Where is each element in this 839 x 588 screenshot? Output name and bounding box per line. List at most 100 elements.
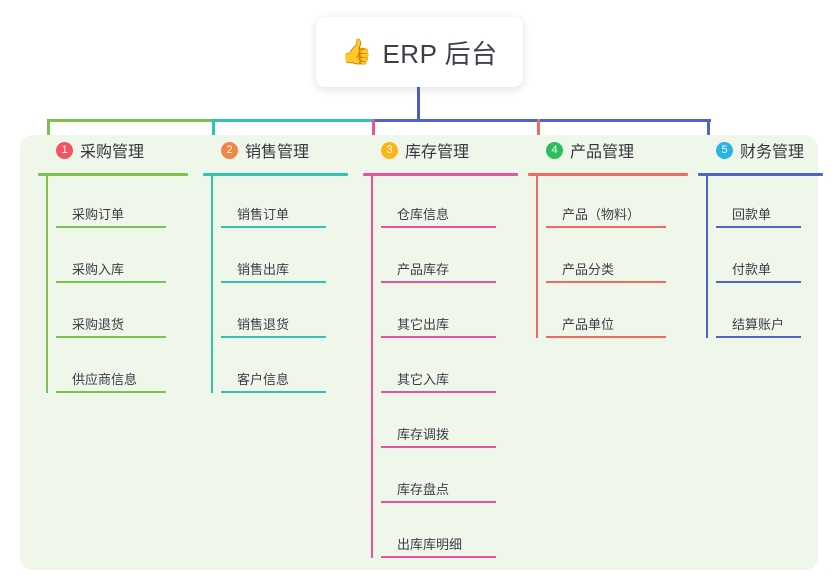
branch-item-underline [221, 226, 326, 228]
branch-number-badge: 2 [221, 141, 238, 159]
branch-item-underline [221, 391, 326, 393]
branch-spine [371, 176, 373, 558]
branch-item-label: 销售退货 [237, 317, 290, 332]
branch-item-underline [221, 336, 326, 338]
branch-item-underline [56, 226, 166, 228]
branch-underline [363, 173, 518, 176]
branch-item[interactable]: 产品（物料） [546, 176, 666, 228]
branch-item-label: 产品单位 [562, 317, 615, 332]
branch-item-underline [716, 281, 801, 283]
branch-item[interactable]: 结算账户 [716, 283, 801, 338]
thumbs-up-icon: 👍 [341, 37, 373, 66]
branch-item-underline [381, 226, 496, 228]
branch-number-badge: 3 [381, 141, 398, 159]
branch-spine [46, 176, 48, 393]
branch-item[interactable]: 销售退货 [221, 283, 326, 338]
branch-item[interactable]: 库存盘点 [381, 448, 496, 503]
branch-item-underline [56, 391, 166, 393]
branch-item-underline [381, 501, 496, 503]
branch-item[interactable]: 仓库信息 [381, 176, 496, 228]
bus-segment-2 [213, 119, 373, 122]
branch-item-label: 库存盘点 [397, 482, 450, 497]
branch-item-underline [716, 336, 801, 338]
branch-column-5: 5 财务管理回款单付款单结算账户 [698, 135, 823, 338]
branch-item-underline [56, 281, 166, 283]
branch-title: 库存管理 [405, 144, 470, 161]
branch-header-库存管理[interactable]: 3 库存管理 [363, 135, 518, 165]
branch-title: 产品管理 [570, 144, 635, 161]
branch-item-label: 供应商信息 [72, 372, 138, 387]
branch-item-underline [546, 336, 666, 338]
branch-header-产品管理[interactable]: 4 产品管理 [528, 135, 688, 165]
branch-item[interactable]: 出库库明细 [381, 503, 496, 558]
branch-title: 采购管理 [80, 144, 145, 161]
branch-item-label: 回款单 [732, 207, 772, 222]
branch-spine [706, 176, 708, 338]
branch-item-label: 产品（物料） [562, 207, 641, 222]
branch-item[interactable]: 产品分类 [546, 228, 666, 283]
branch-item-label: 出库库明细 [397, 537, 463, 552]
branch-items: 仓库信息产品库存其它出库其它入库库存调拨库存盘点出库库明细 [363, 176, 518, 558]
branch-item[interactable]: 销售订单 [221, 176, 326, 228]
branch-item-label: 产品库存 [397, 262, 450, 277]
branch-item[interactable]: 其它入库 [381, 338, 496, 393]
branch-item[interactable]: 回款单 [716, 176, 801, 228]
branch-item[interactable]: 客户信息 [221, 338, 326, 393]
branch-item[interactable]: 采购退货 [56, 283, 166, 338]
branch-item-underline [716, 226, 801, 228]
branch-item-label: 产品分类 [562, 262, 615, 277]
bus-segment-1 [48, 119, 213, 122]
branch-spine [536, 176, 538, 338]
branch-item-label: 采购入库 [72, 262, 125, 277]
branch-item-underline [381, 391, 496, 393]
root-node-erp-backend[interactable]: 👍 ERP 后台 [316, 17, 523, 87]
branch-item-label: 仓库信息 [397, 207, 450, 222]
branch-items: 产品（物料） 产品分类产品单位 [528, 176, 688, 338]
branch-item-label: 客户信息 [237, 372, 290, 387]
branch-item[interactable]: 采购入库 [56, 228, 166, 283]
branch-number-badge: 5 [716, 141, 733, 159]
branch-item-label: 采购退货 [72, 317, 125, 332]
branch-item-label: 其它出库 [397, 317, 450, 332]
branch-item-label: 结算账户 [732, 317, 785, 332]
branch-item[interactable]: 其它出库 [381, 283, 496, 338]
branch-item-label: 库存调拨 [397, 427, 450, 442]
branch-items: 采购订单采购入库采购退货供应商信息 [38, 176, 188, 393]
branch-title: 财务管理 [740, 144, 805, 161]
branch-item[interactable]: 库存调拨 [381, 393, 496, 448]
branch-header-销售管理[interactable]: 2 销售管理 [203, 135, 348, 165]
branch-item[interactable]: 销售出库 [221, 228, 326, 283]
branch-item[interactable]: 供应商信息 [56, 338, 166, 393]
branch-item-underline [381, 336, 496, 338]
branch-item-underline [546, 281, 666, 283]
branch-column-2: 2 销售管理销售订单销售出库销售退货客户信息 [203, 135, 348, 393]
branch-item-label: 其它入库 [397, 372, 450, 387]
branch-underline [698, 173, 823, 176]
root-stem-connector [417, 87, 420, 122]
branch-underline [528, 173, 688, 176]
branch-item-label: 采购订单 [72, 207, 125, 222]
branch-item[interactable]: 付款单 [716, 228, 801, 283]
branch-item[interactable]: 采购订单 [56, 176, 166, 228]
branch-title: 销售管理 [245, 144, 310, 161]
branch-item-underline [546, 226, 666, 228]
branch-spine [211, 176, 213, 393]
branch-item-label: 付款单 [732, 262, 772, 277]
branch-item[interactable]: 产品库存 [381, 228, 496, 283]
branch-item[interactable]: 产品单位 [546, 283, 666, 338]
branch-number-badge: 4 [546, 141, 563, 159]
branch-header-财务管理[interactable]: 5 财务管理 [698, 135, 823, 165]
branch-underline [203, 173, 348, 176]
root-node-title: ERP 后台 [382, 38, 498, 69]
branch-column-3: 3 库存管理仓库信息产品库存其它出库其它入库库存调拨库存盘点出库库明细 [363, 135, 518, 558]
branch-column-4: 4 产品管理产品（物料） 产品分类产品单位 [528, 135, 688, 338]
branch-items: 销售订单销售出库销售退货客户信息 [203, 176, 348, 393]
branch-underline [38, 173, 188, 176]
branch-item-underline [381, 281, 496, 283]
branch-item-label: 销售出库 [237, 262, 290, 277]
branch-item-underline [381, 556, 496, 558]
branch-item-underline [221, 281, 326, 283]
